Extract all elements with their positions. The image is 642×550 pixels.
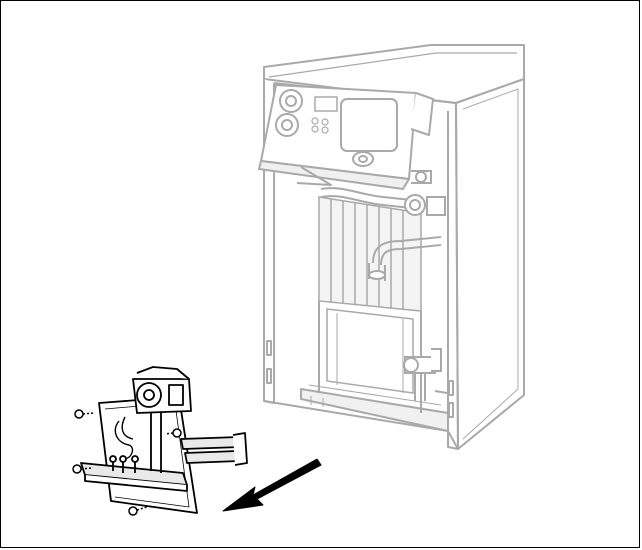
screw-icon	[74, 409, 94, 419]
fixing-screws	[72, 409, 182, 516]
heat-exchanger	[318, 196, 422, 413]
removal-arrow-icon	[222, 458, 322, 512]
pipework	[320, 170, 448, 401]
control-panel	[258, 84, 434, 190]
burner-assembly	[80, 366, 248, 514]
boiler-cabinet	[263, 44, 525, 450]
screw-icon	[164, 428, 182, 438]
screw-icon	[128, 506, 148, 516]
screw-icon	[72, 464, 92, 474]
